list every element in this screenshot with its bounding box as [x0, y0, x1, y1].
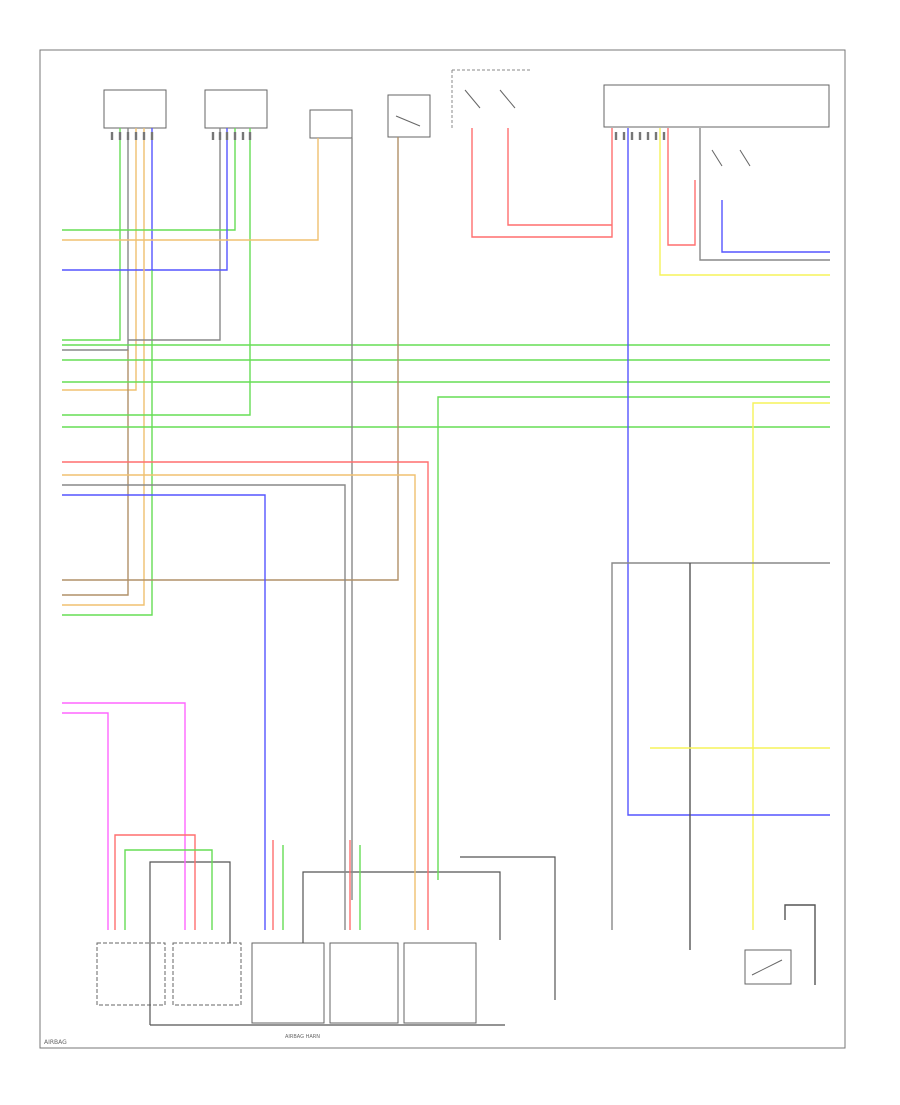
wire-green-long-5	[437, 396, 830, 880]
connector-pin	[638, 132, 642, 140]
connector-pin	[248, 132, 252, 140]
wire-red-drop-1	[114, 834, 196, 930]
wire-blue-1	[62, 128, 153, 271]
footer-label: AIRBAG	[44, 1039, 67, 1046]
wire-gray-right	[699, 128, 830, 261]
wire-green-3	[62, 128, 236, 231]
wire-blue-right-2	[721, 200, 830, 253]
connector-pin	[142, 132, 146, 140]
wire-orange-1	[62, 128, 137, 391]
wire-yellow-right-top	[659, 128, 830, 276]
wire-red-relay-2	[507, 128, 612, 226]
connector-ticks	[110, 132, 666, 140]
wire-blue-mid	[62, 494, 266, 930]
wire-group	[62, 128, 830, 985]
wire-brown-1	[62, 350, 129, 596]
wire-orange-mid	[62, 474, 416, 930]
top-right-module	[603, 84, 830, 167]
wire-gray-lower	[611, 562, 830, 930]
connector-pin	[233, 132, 237, 140]
connector-pin	[654, 132, 658, 140]
top-component-3	[309, 109, 353, 139]
connector-pin	[630, 132, 634, 140]
connector-pin	[134, 132, 138, 140]
connector-pin	[622, 132, 626, 140]
wire-gray-mid	[62, 484, 346, 930]
wire-blue-right	[627, 128, 830, 816]
diagram-frame	[39, 49, 846, 1049]
wire-red-right	[667, 128, 696, 246]
wire-orange-3	[62, 138, 319, 241]
wire-blue-2	[152, 128, 228, 271]
bottom-module-5	[403, 942, 477, 1024]
bottom-module-2	[172, 942, 242, 1006]
wire-green-1	[62, 128, 121, 341]
wire-orange-2	[62, 128, 145, 606]
ground-bus	[149, 856, 556, 1026]
wire-gray-1	[62, 128, 129, 351]
top-relay-box	[451, 69, 530, 128]
wire-brown-2	[62, 137, 399, 581]
top-component-1	[103, 89, 167, 129]
connector-pin	[614, 132, 618, 140]
wire-green-2	[62, 270, 153, 616]
bottom-bus-label: AIRBAG HARN	[285, 1034, 320, 1040]
connector-pin	[662, 132, 666, 140]
wire-red-mid	[62, 461, 429, 930]
wire-gray-2	[128, 128, 221, 341]
connector-pin	[225, 132, 229, 140]
connector-pin	[646, 132, 650, 140]
connector-pin	[218, 132, 222, 140]
connector-pin	[241, 132, 245, 140]
connector-pin	[118, 132, 122, 140]
connector-pin	[126, 132, 130, 140]
wire-red-relay	[471, 128, 613, 238]
bottom-module-3	[251, 942, 325, 1024]
wire-black-right	[784, 904, 816, 985]
top-component-4-switch	[387, 94, 431, 138]
connector-pin	[150, 132, 154, 140]
wire-green-4	[62, 128, 251, 416]
bottom-switch-box	[744, 949, 792, 985]
wire-pink-1	[62, 702, 186, 930]
wire-pink-2	[62, 712, 109, 930]
bottom-module-4	[329, 942, 399, 1024]
connector-pin	[110, 132, 114, 140]
connector-pin	[211, 132, 215, 140]
wire-green-drop-1	[124, 849, 213, 930]
top-component-2	[204, 89, 268, 129]
wire-yellow-right	[752, 402, 830, 930]
bottom-module-1	[96, 942, 166, 1006]
